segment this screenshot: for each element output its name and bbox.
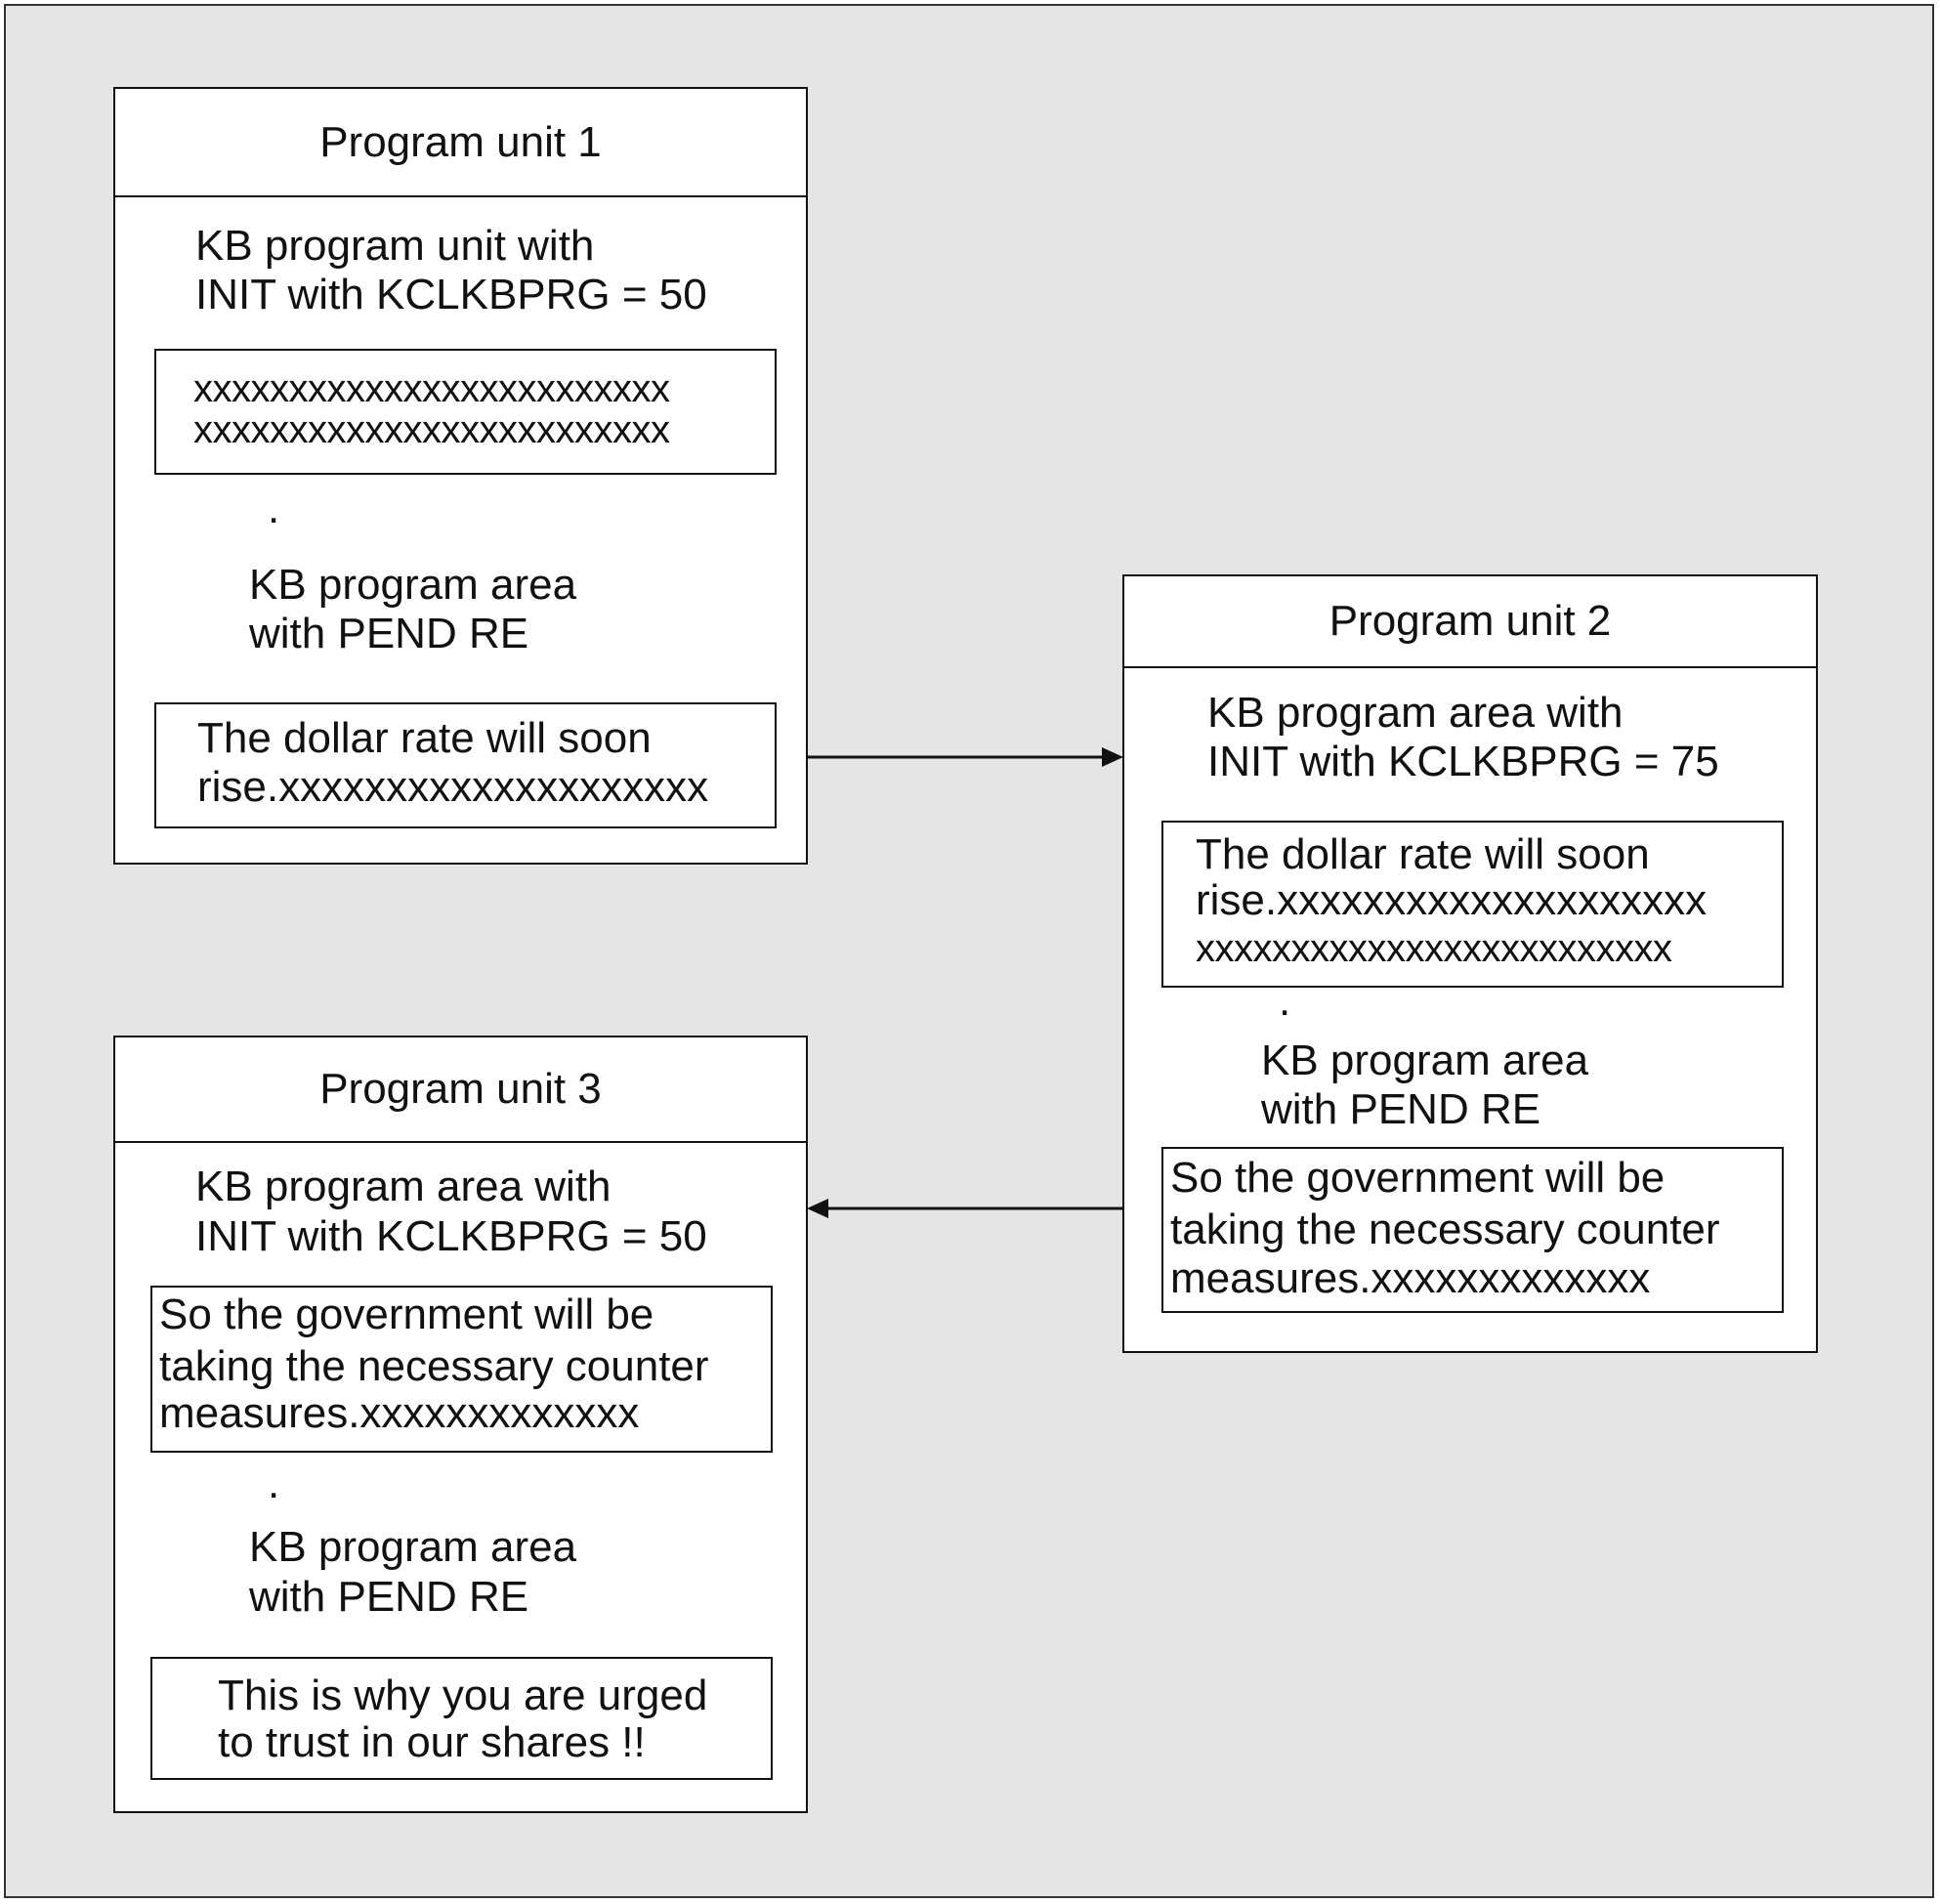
program-unit-1-intro-line-1: KB program unit with	[195, 222, 595, 270]
program-unit-3-intro-line-2: INIT with KCLKBPRG = 50	[195, 1212, 707, 1260]
program-unit-2-pend-line-2: with PEND RE	[1261, 1085, 1541, 1133]
program-unit-1-data-line-2: xxxxxxxxxxxxxxxxxxxxxxxxx	[193, 408, 670, 451]
program-unit-3-measures-line-3: measures.xxxxxxxxxxxxx	[159, 1389, 640, 1437]
program-unit-2-pend-line-1: KB program area	[1261, 1037, 1589, 1084]
arrow-unit1-to-unit2	[808, 747, 1123, 767]
program-unit-1-pend-line-1: KB program area	[249, 561, 577, 609]
program-unit-1-data-line-1: xxxxxxxxxxxxxxxxxxxxxxxxx	[193, 367, 670, 410]
program-unit-3-measures-line-2: taking the necessary counter	[159, 1342, 709, 1390]
program-unit-1-title: Program unit 1	[115, 89, 806, 197]
program-unit-3-pend-line-2: with PEND RE	[249, 1573, 529, 1621]
program-unit-3-intro-line-1: KB program area with	[195, 1163, 612, 1210]
program-unit-1-message-box: The dollar rate will soon rise.xxxxxxxxx…	[154, 702, 777, 828]
program-unit-3-measures-box: So the government will be taking the nec…	[150, 1286, 773, 1453]
program-unit-2-title: Program unit 2	[1124, 576, 1816, 668]
program-unit-2-ellipsis-dot: .	[1279, 977, 1291, 1025]
program-unit-2: Program unit 2 KB program area with INIT…	[1122, 574, 1818, 1353]
program-unit-2-message-line-2: rise.xxxxxxxxxxxxxxxxxxxx	[1196, 876, 1708, 924]
program-unit-2-intro-line-1: KB program area with	[1207, 689, 1624, 737]
program-unit-3-title: Program unit 3	[115, 1037, 806, 1143]
program-unit-2-message-line-1: The dollar rate will soon	[1196, 830, 1650, 878]
program-unit-3-pend-line-1: KB program area	[249, 1523, 577, 1571]
program-unit-1: Program unit 1 KB program unit with INIT…	[113, 87, 808, 865]
program-unit-2-message-line-3: xxxxxxxxxxxxxxxxxxxxxxxxx	[1196, 927, 1672, 970]
program-unit-3: Program unit 3 KB program area with INIT…	[113, 1036, 808, 1813]
program-unit-1-data-box: xxxxxxxxxxxxxxxxxxxxxxxxx xxxxxxxxxxxxxx…	[154, 349, 777, 475]
arrow-unit2-to-unit3	[807, 1199, 1123, 1218]
program-unit-3-closing-box: This is why you are urged to trust in ou…	[150, 1657, 773, 1780]
program-unit-3-closing-line-2: to trust in our shares !!	[218, 1718, 646, 1766]
program-unit-1-message-line-1: The dollar rate will soon	[197, 714, 652, 762]
program-unit-1-intro-line-2: INIT with KCLKBPRG = 50	[195, 271, 707, 318]
program-unit-2-measures-line-2: taking the necessary counter	[1170, 1206, 1720, 1253]
program-unit-2-measures-box: So the government will be taking the nec…	[1161, 1147, 1784, 1313]
program-unit-1-message-line-2: rise.xxxxxxxxxxxxxxxxxxxx	[197, 763, 709, 811]
program-unit-2-measures-line-3: measures.xxxxxxxxxxxxx	[1170, 1254, 1651, 1302]
program-unit-1-pend-line-2: with PEND RE	[249, 610, 529, 657]
program-unit-2-intro-line-2: INIT with KCLKBPRG = 75	[1207, 738, 1719, 785]
program-unit-1-ellipsis-dot: .	[268, 485, 280, 532]
program-unit-3-measures-line-1: So the government will be	[159, 1290, 654, 1338]
program-unit-3-ellipsis-dot: .	[268, 1460, 280, 1507]
program-unit-2-measures-line-1: So the government will be	[1170, 1154, 1666, 1202]
program-unit-3-closing-line-1: This is why you are urged	[218, 1671, 708, 1719]
program-unit-2-message-box: The dollar rate will soon rise.xxxxxxxxx…	[1161, 821, 1784, 988]
